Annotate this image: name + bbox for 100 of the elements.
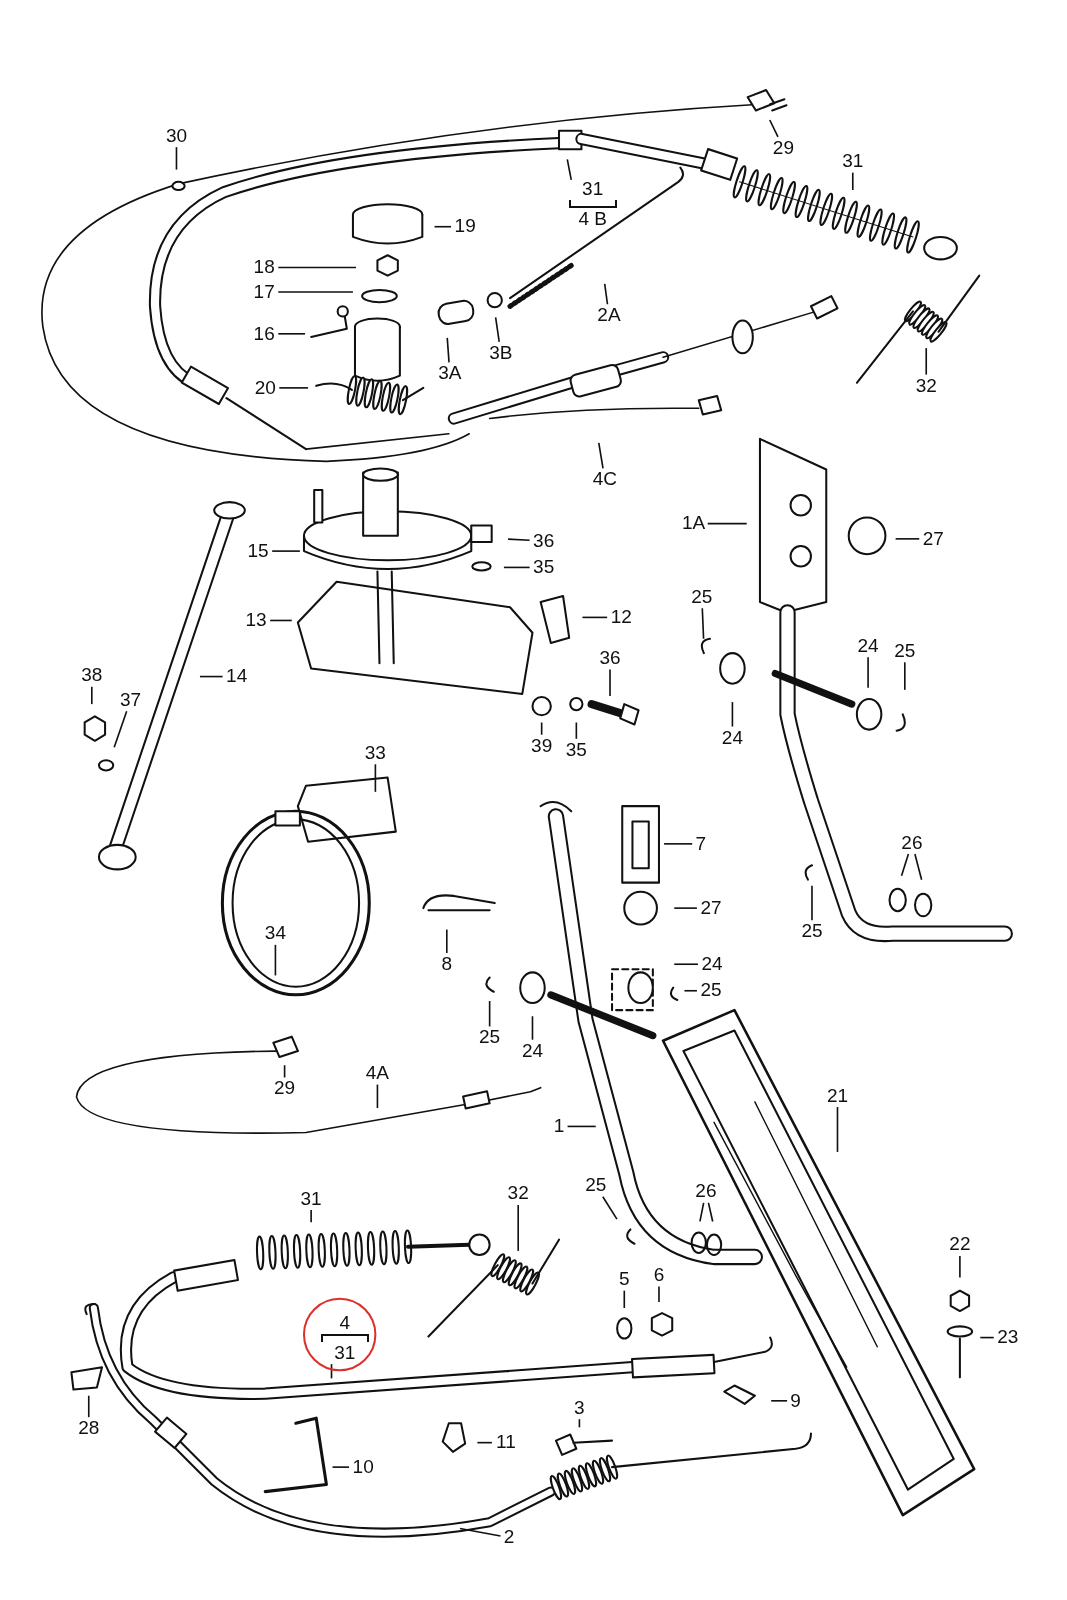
leader-line xyxy=(503,566,531,569)
callout-number: 35 xyxy=(565,738,587,761)
leader-line xyxy=(274,944,277,977)
leader-line xyxy=(603,282,609,306)
callout-number: 26 xyxy=(695,1180,717,1203)
callout-number: 34 xyxy=(264,922,286,945)
callout-number: 31 xyxy=(582,178,604,200)
leader-line xyxy=(979,1336,995,1339)
leader-line xyxy=(811,884,813,922)
leader-line xyxy=(269,619,293,622)
leader-line xyxy=(623,1289,626,1309)
leader-line xyxy=(433,225,452,228)
callout-number: 9 xyxy=(790,1389,801,1412)
callout-number: 15 xyxy=(247,539,269,562)
callout-number: 4A xyxy=(365,1062,390,1085)
callout-number: 36 xyxy=(599,646,621,669)
leader-line xyxy=(331,1466,350,1468)
leader-line xyxy=(597,442,604,470)
callout-number: 4 xyxy=(339,1312,351,1335)
leader-line xyxy=(277,333,306,335)
leader-line xyxy=(673,907,698,909)
leader-line xyxy=(707,1202,714,1223)
callout-number: 31 xyxy=(334,1342,356,1365)
leader-line xyxy=(446,337,450,364)
callout-number: 30 xyxy=(165,124,188,147)
callout-number: 39 xyxy=(531,734,553,757)
leader-line xyxy=(851,171,854,191)
leader-line xyxy=(113,710,128,749)
callout-number: 10 xyxy=(352,1455,374,1478)
callout-number: 37 xyxy=(120,688,142,711)
leader-line xyxy=(566,1125,597,1128)
callout-number: 4 B xyxy=(578,208,607,230)
callout-number: 20 xyxy=(254,376,276,399)
leader-line xyxy=(867,656,869,689)
leader-line xyxy=(459,1527,502,1537)
leader-line xyxy=(494,316,501,343)
callout-number: 27 xyxy=(700,896,722,919)
callout-number: 3 xyxy=(574,1396,585,1419)
leader-line xyxy=(540,721,543,736)
callout-number: 25 xyxy=(479,1026,501,1049)
leader-line xyxy=(959,1255,961,1279)
callout-number: 12 xyxy=(610,606,632,629)
leader-line xyxy=(673,963,699,966)
callout-number: 21 xyxy=(826,1084,849,1107)
leader-line xyxy=(836,1106,839,1153)
callout-number: 36 xyxy=(533,529,555,552)
leader-line xyxy=(575,721,578,740)
callout-number: 24 xyxy=(521,1039,544,1062)
callout-number: 8 xyxy=(441,952,453,975)
callout-number: 28 xyxy=(78,1417,100,1440)
leader-line xyxy=(91,685,93,705)
callout-number: 23 xyxy=(997,1326,1019,1349)
callout-number: 29 xyxy=(772,136,794,159)
leader-line xyxy=(283,1064,286,1079)
leader-line xyxy=(199,675,224,678)
leader-line xyxy=(277,291,354,293)
leader-line xyxy=(914,853,923,881)
leader-line xyxy=(609,668,611,697)
callout-number: 25 xyxy=(700,979,722,1002)
callout-number: 7 xyxy=(695,832,707,855)
leader-line xyxy=(581,616,608,619)
callout-number: 24 xyxy=(721,726,743,749)
leader-line xyxy=(894,538,921,540)
leader-line xyxy=(445,928,448,954)
leader-line xyxy=(517,1204,519,1252)
leader-line xyxy=(731,701,734,728)
leader-line xyxy=(900,853,910,877)
callout-number: 16 xyxy=(253,322,275,345)
callout-number: 13 xyxy=(245,609,267,632)
leader-line xyxy=(706,522,748,525)
leader-line xyxy=(175,146,178,171)
callout-number: 17 xyxy=(253,280,275,303)
leader-line xyxy=(904,661,906,691)
callout-number: 5 xyxy=(619,1268,630,1291)
callout-number: 3B xyxy=(489,341,513,364)
callout-number: 33 xyxy=(364,741,386,764)
leader-line xyxy=(376,1083,379,1109)
leader-line xyxy=(768,119,779,138)
leader-line xyxy=(476,1441,493,1444)
leader-line xyxy=(770,1400,788,1402)
callout-number: 31 xyxy=(842,150,864,173)
leader-line xyxy=(566,158,573,181)
leader-line xyxy=(683,989,698,992)
leader-line xyxy=(578,1418,581,1429)
callout-number: 24 xyxy=(701,952,723,975)
callout-number: 26 xyxy=(901,831,923,854)
leader-line xyxy=(701,607,705,640)
leader-line xyxy=(277,266,357,269)
callout-number: 18 xyxy=(253,256,275,279)
leader-line xyxy=(699,1202,705,1223)
callout-number: 19 xyxy=(454,215,476,238)
callout-number: 2 xyxy=(503,1526,515,1549)
callout-number: 25 xyxy=(801,920,823,943)
callout-number: 24 xyxy=(857,634,879,657)
leader-line xyxy=(602,1196,618,1220)
callout-number: 29 xyxy=(274,1077,296,1100)
leader-line xyxy=(488,1000,491,1028)
leader-line xyxy=(278,387,309,389)
callout-number: 31 xyxy=(300,1187,322,1210)
callout-number: 4C xyxy=(592,468,618,491)
